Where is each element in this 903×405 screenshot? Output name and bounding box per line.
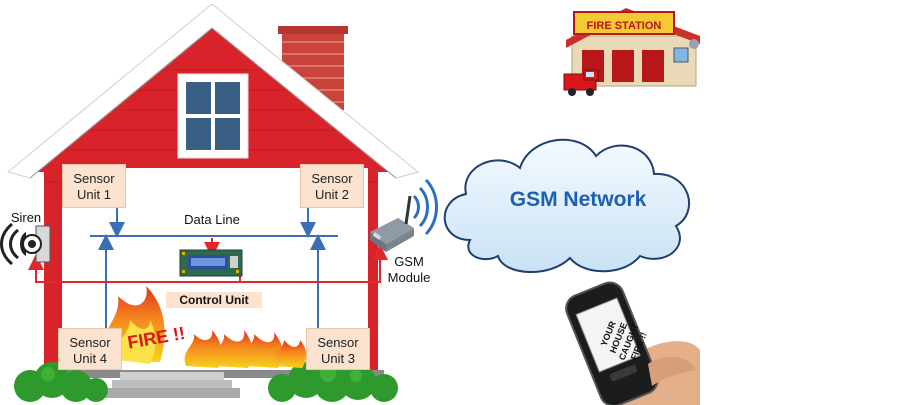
gsm-module-line2: Module [387, 270, 431, 285]
data-line-label: Data Line [184, 212, 240, 227]
siren-label: Siren [10, 210, 42, 225]
control-board-icon [179, 249, 243, 277]
mobile-phone-icon [565, 281, 700, 405]
control-unit-label: Control Unit [166, 292, 262, 308]
cloud-icon [443, 138, 691, 273]
entry-steps [120, 372, 224, 380]
gsm-network-label: GSM Network [509, 188, 647, 211]
sensor-unit-2-line1: Sensor [311, 171, 353, 186]
gsm-modem-icon [370, 178, 438, 252]
sensor-unit-2: Sensor Unit 2 [300, 164, 364, 208]
sensor-unit-3-line2: Unit 3 [321, 351, 355, 366]
data-line-wiring [90, 198, 338, 330]
gsm-module-line1: GSM [394, 254, 424, 269]
sensor-unit-3-line1: Sensor [317, 335, 359, 350]
fire-truck [563, 69, 599, 96]
sensor-unit-1-line2: Unit 1 [77, 187, 111, 202]
sensor-unit-2-line2: Unit 2 [315, 187, 349, 202]
sensor-unit-4: Sensor Unit 4 [58, 328, 122, 370]
fire-station-sign: FIRE STATION [586, 20, 662, 32]
sensor-unit-4-line2: Unit 4 [73, 351, 107, 366]
fire-station-icon [563, 8, 700, 96]
sensor-unit-1: Sensor Unit 1 [62, 164, 126, 208]
gsm-module-label: GSM Module [384, 254, 434, 286]
sensor-unit-3: Sensor Unit 3 [306, 328, 370, 370]
sensor-unit-4-line1: Sensor [69, 335, 111, 350]
siren-icon [0, 222, 51, 266]
sensor-unit-1-line1: Sensor [73, 171, 115, 186]
